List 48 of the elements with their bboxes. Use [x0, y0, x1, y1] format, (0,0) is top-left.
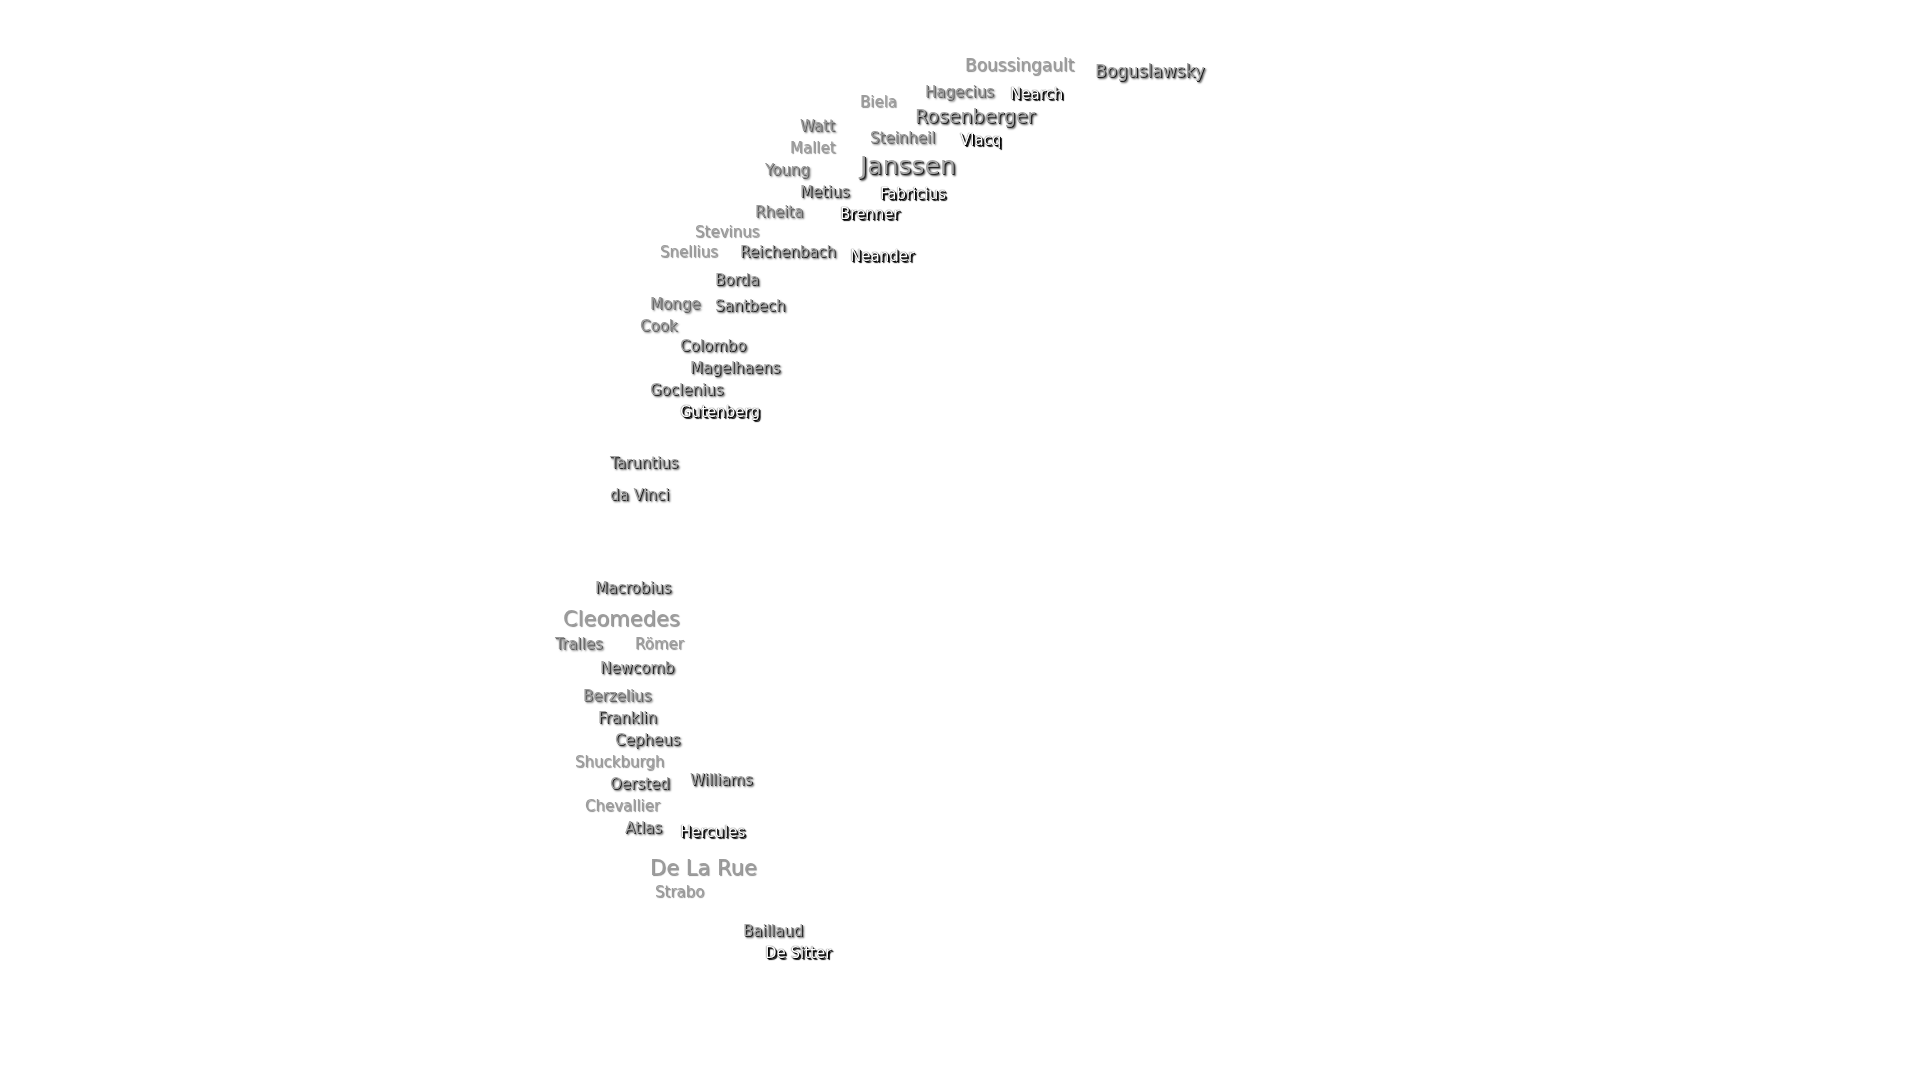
crater-label: De La Rue — [650, 856, 757, 881]
crater-label: Oersted — [610, 776, 670, 794]
crater-label: Boguslawsky — [1095, 62, 1205, 82]
crater-label: Biela — [860, 94, 898, 112]
crater-label: Cepheus — [615, 732, 681, 750]
crater-label: Neander — [850, 248, 915, 266]
crater-label: Stevinus — [695, 224, 760, 242]
crater-label: Cook — [640, 318, 678, 336]
crater-label: Franklin — [598, 710, 657, 728]
crater-label: Chevallier — [585, 798, 661, 816]
crater-label: Janssen — [860, 152, 956, 181]
crater-label: Williams — [690, 772, 753, 790]
crater-label: Mallet — [790, 140, 836, 158]
crater-label: Nearch — [1010, 86, 1064, 104]
crater-label: Gutenberg — [680, 404, 760, 422]
crater-label: Borda — [715, 272, 760, 290]
crater-label: Strabo — [655, 884, 705, 902]
crater-label: da Vinci — [610, 487, 670, 505]
crater-label: Brenner — [840, 206, 900, 224]
crater-label: Watt — [800, 118, 835, 136]
crater-label: Römer — [635, 636, 684, 654]
crater-label: Rosenberger — [915, 106, 1036, 128]
crater-label: Hercules — [680, 824, 746, 842]
crater-label: Taruntius — [610, 455, 679, 473]
crater-label: Berzelius — [583, 688, 652, 706]
crater-label: Young — [765, 162, 810, 180]
crater-label: Metius — [800, 184, 850, 202]
crater-label: Magelhaens — [690, 360, 781, 378]
crater-label: Baillaud — [743, 923, 804, 941]
crater-label: Reichenbach — [740, 244, 837, 262]
crater-label: De Sitter — [765, 945, 832, 963]
crater-label: Vlacq — [960, 132, 1002, 150]
crater-label: Tralles — [555, 636, 603, 654]
crater-label: Atlas — [625, 820, 663, 838]
crater-label: Newcomb — [600, 660, 675, 678]
crater-label: Shuckburgh — [575, 754, 665, 772]
crater-label: Colombo — [680, 338, 747, 356]
crater-label: Snellius — [660, 244, 719, 262]
crater-label: Santbech — [715, 298, 786, 316]
crater-label: Monge — [650, 296, 701, 314]
crater-label: Steinheil — [870, 130, 936, 148]
crater-label: Hagecius — [925, 84, 994, 102]
crater-label: Cleomedes — [563, 607, 680, 632]
crater-label: Goclenius — [650, 382, 724, 400]
crater-label: Rheita — [755, 204, 804, 222]
crater-label: Fabricius — [880, 186, 947, 204]
crater-label: Boussingault — [965, 56, 1075, 76]
crater-label: Macrobius — [595, 580, 672, 598]
